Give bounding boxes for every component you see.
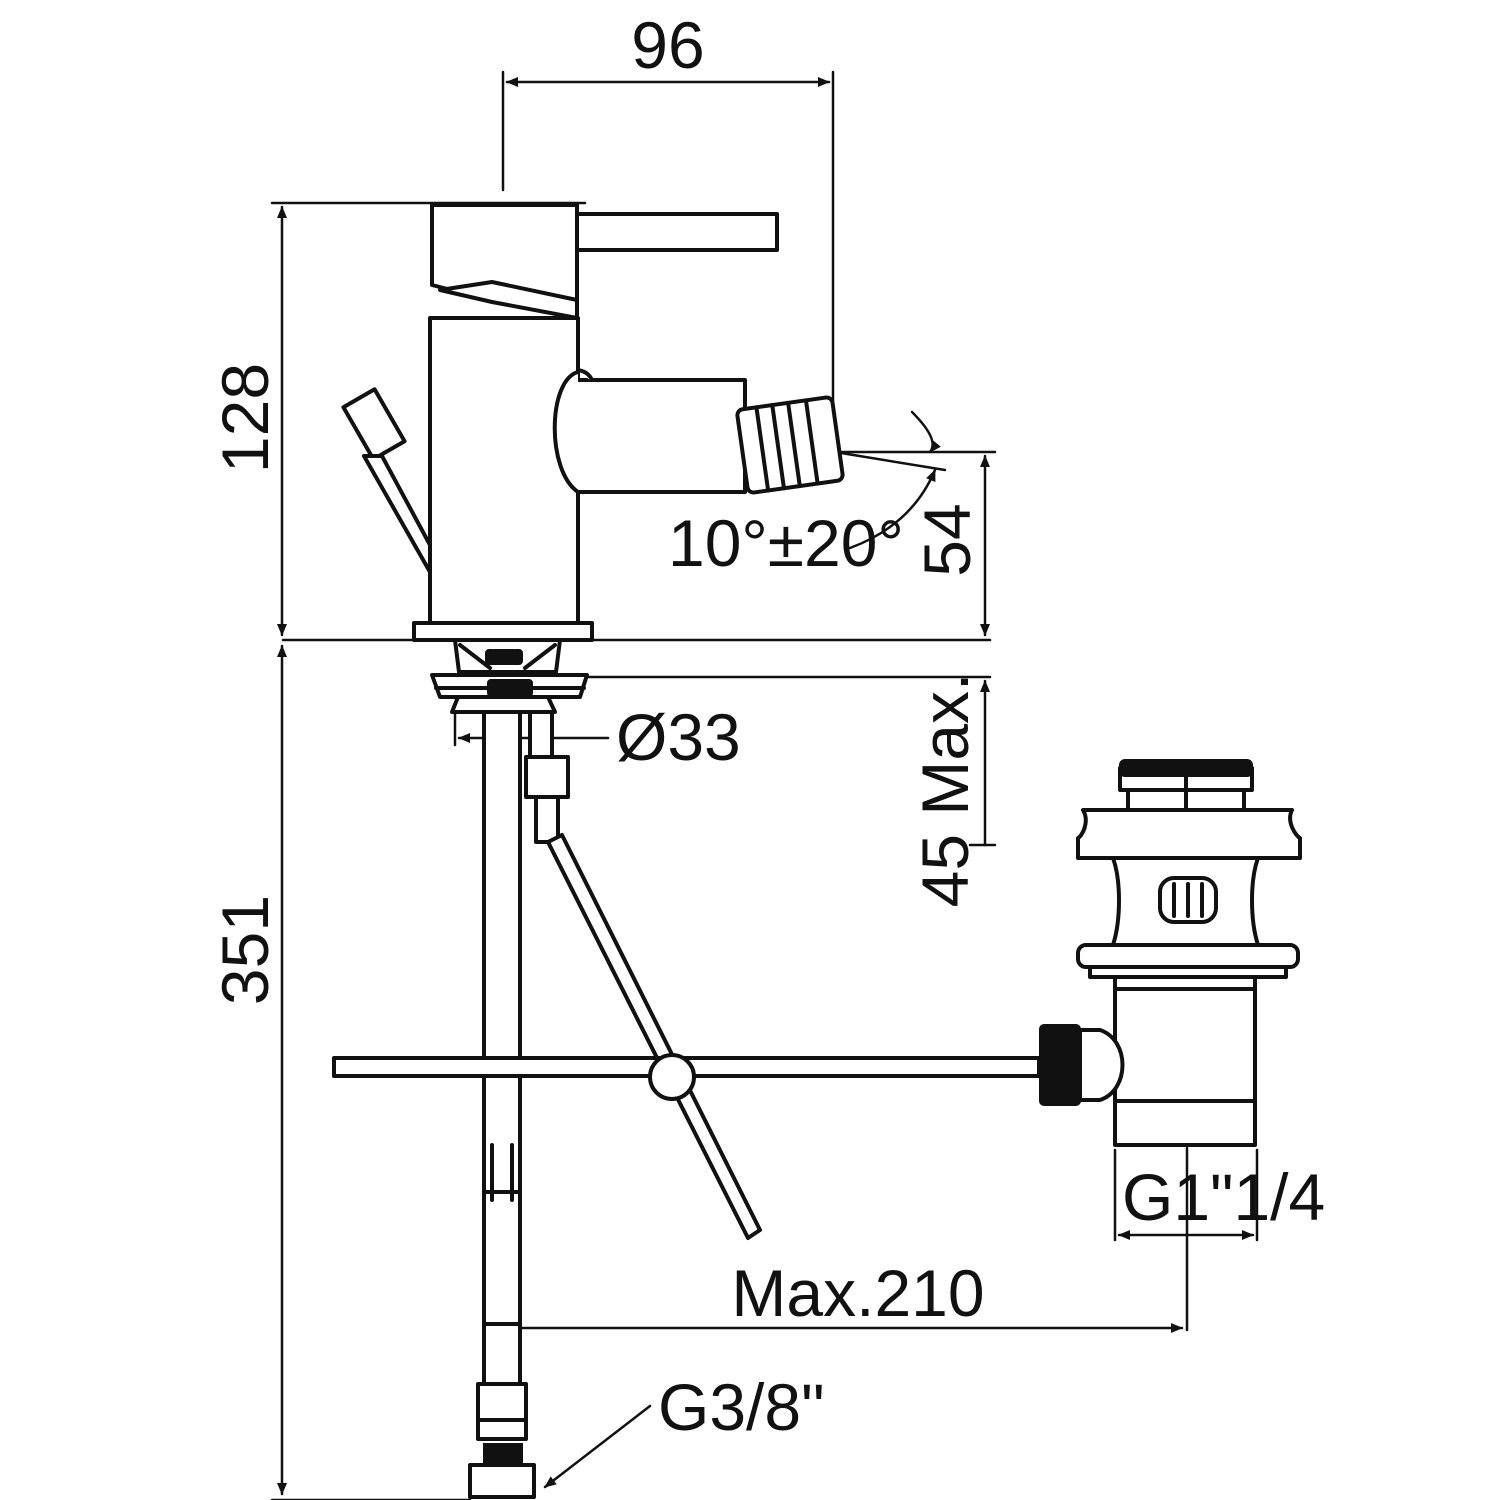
dimension-54: 54 (833, 450, 997, 637)
waste-drain (1039, 759, 1302, 1147)
linkage-rod (332, 1053, 1041, 1101)
dimension-351: 351 (208, 644, 472, 1500)
mixer-body (428, 316, 580, 625)
dim-label-45max: 45 Max. (908, 673, 982, 908)
dimension-angle: 10°±20° (668, 410, 947, 580)
dimension-g114: G1"1/4 (1113, 1148, 1325, 1242)
dimension-45max: 45 Max. (908, 673, 997, 908)
popup-rod-lower (546, 833, 762, 1240)
base-plate (412, 621, 594, 642)
dimension-210: Max.210 (518, 1146, 1189, 1333)
dimension-128: 128 (208, 201, 587, 637)
dim-label-210: Max.210 (731, 1256, 984, 1330)
dim-label-96: 96 (631, 8, 704, 82)
dimension-96: 96 (501, 8, 835, 452)
dimension-33: Ø33 (453, 700, 741, 774)
connector-fitting (524, 710, 570, 844)
deck-lines (281, 638, 992, 679)
dim-label-33: Ø33 (616, 700, 741, 774)
dimension-g38: G3/8" (543, 1370, 825, 1489)
supply-hose (468, 710, 536, 1499)
popup-rod-top (341, 387, 432, 574)
dim-label-351: 351 (208, 895, 282, 1005)
dim-label-g114: G1"1/4 (1122, 1160, 1325, 1234)
lever-handle (430, 203, 779, 320)
spout (552, 368, 845, 495)
dim-label-angle: 10°±20° (668, 506, 904, 580)
dim-label-128: 128 (208, 363, 282, 473)
fixing-assembly (430, 638, 589, 714)
dim-label-54: 54 (910, 503, 984, 576)
mixer (332, 203, 1302, 1499)
dim-label-g38: G3/8" (658, 1370, 825, 1444)
